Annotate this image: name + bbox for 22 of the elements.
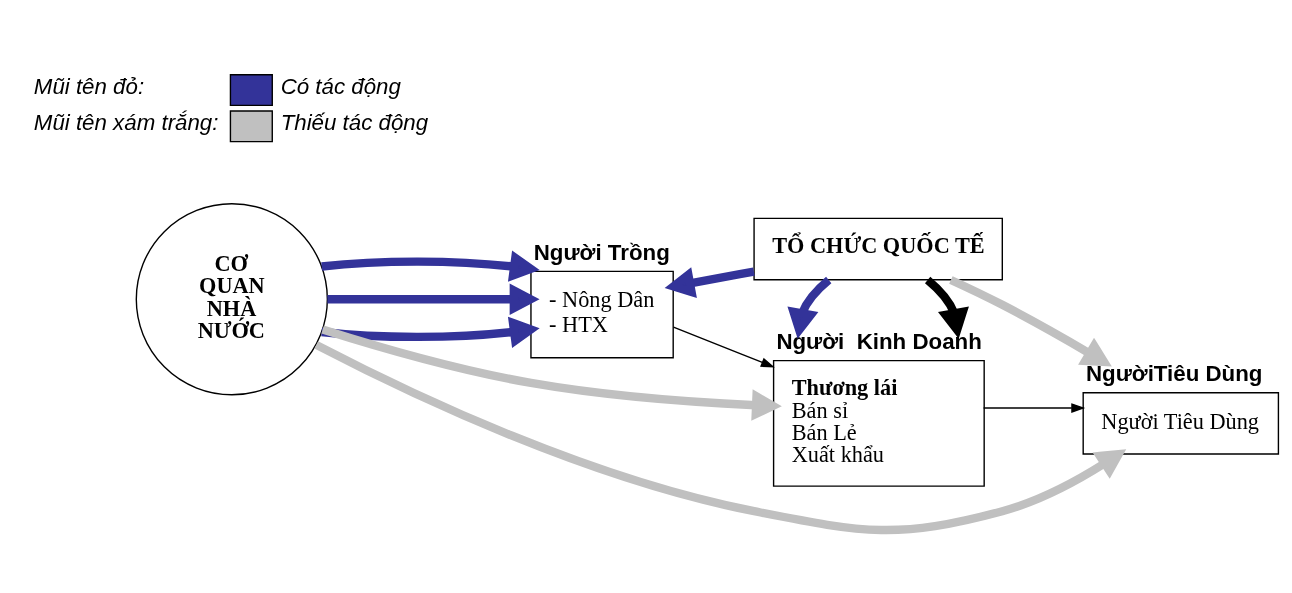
node-label: Người Trồng (533, 239, 670, 265)
node-label: NgườiTiêu Dùng (1085, 360, 1263, 386)
legend-label: Có tác động (280, 73, 401, 99)
arrow (321, 316, 540, 348)
arrow (982, 402, 1086, 413)
arrow (672, 325, 775, 367)
legend-label: Thiếu tác động (280, 109, 429, 135)
arrow (949, 275, 1112, 366)
arrow (664, 266, 755, 298)
node-circle: CƠ QUAN NHÀ NƯỚC (135, 202, 329, 395)
node-box: TỔ CHỨC QUỐC TẾ (753, 217, 1003, 280)
arrow (327, 283, 540, 315)
arrow (321, 250, 540, 282)
node-box: - Nông Dân - HTX (530, 270, 674, 358)
arrow (924, 276, 969, 339)
node-box: Thương lái Bán sỉ Bán Lẻ Xuất khẩu (772, 359, 985, 487)
arrow (314, 340, 1127, 534)
node-box: Người Tiêu Dùng (1082, 391, 1280, 455)
node-label: Người Kinh Doanh (776, 328, 982, 354)
label: Mũi tên đỏ: (33, 73, 145, 99)
label: Mũi tên xám trắng: (33, 109, 219, 135)
arrow (321, 325, 782, 421)
